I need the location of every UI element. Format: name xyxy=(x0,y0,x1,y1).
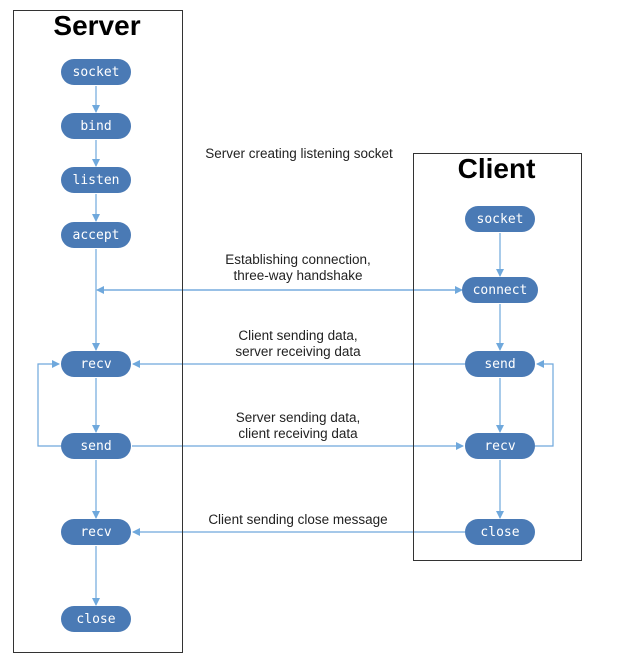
client-socket-node: socket xyxy=(465,206,535,232)
client-send-label-1: Client sending data, xyxy=(238,328,358,343)
server-socket-node: socket xyxy=(61,59,131,85)
server-accept-node: accept xyxy=(61,222,131,248)
arrow-client-loop xyxy=(535,360,554,447)
server-close-node: close xyxy=(61,606,131,632)
server-send-label-1: Server sending data, xyxy=(235,410,361,425)
server-send-label-2: client receiving data xyxy=(238,426,358,441)
server-bind-node: bind xyxy=(61,113,131,139)
client-panel xyxy=(413,153,582,561)
listening-label: Server creating listening socket xyxy=(205,146,393,161)
client-send-node: send xyxy=(465,351,535,377)
arrow-server-loop xyxy=(37,360,61,447)
server-listen-node: listen xyxy=(61,167,131,193)
server-recv2-node: recv xyxy=(61,519,131,545)
handshake-label-1: Establishing connection, xyxy=(225,252,371,267)
server-title: Server xyxy=(53,10,141,41)
client-close-node: close xyxy=(465,519,535,545)
handshake-label-2: three-way handshake xyxy=(233,268,363,283)
client-connect-node: connect xyxy=(462,277,538,303)
close-message-label: Client sending close message xyxy=(208,512,388,527)
server-recv-node: recv xyxy=(61,351,131,377)
client-recv-node: recv xyxy=(465,433,535,459)
client-send-label-2: server receiving data xyxy=(235,344,361,359)
client-title: Client xyxy=(457,153,536,184)
server-send-node: send xyxy=(61,433,131,459)
server-panel xyxy=(13,10,183,653)
